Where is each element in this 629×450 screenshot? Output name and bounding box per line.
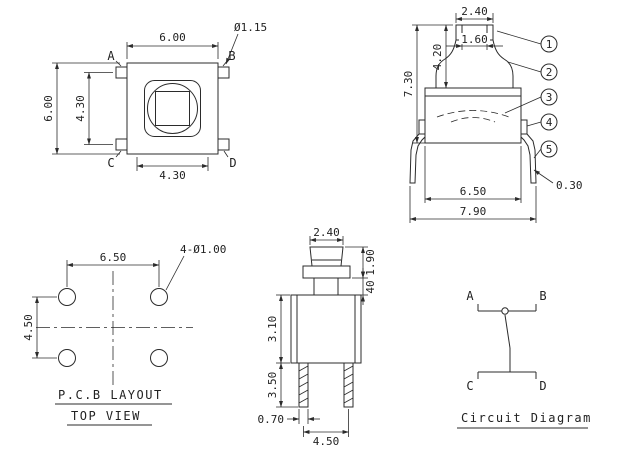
front-view: 1 2 3 4 5 2.40 1.60 4.20 7.30 6.50 7.90 … xyxy=(402,5,583,223)
terminal-label-a: A xyxy=(466,289,474,303)
callout-1: 1 xyxy=(546,38,553,51)
top-view-subtitle: TOP VIEW xyxy=(71,409,141,423)
callout-5: 5 xyxy=(546,143,553,156)
dim-pad-diameter: Ø1.15 xyxy=(234,21,267,34)
dim-stem-height: 4.20 xyxy=(431,44,444,71)
dim-hole-pitch-v: 4.50 xyxy=(22,314,35,341)
dim-top-height: 6.00 xyxy=(42,95,55,122)
pin-hatching xyxy=(298,365,354,404)
corner-pad-b xyxy=(217,66,230,79)
pin-left xyxy=(298,362,309,408)
dim-cap-height-side: 1.90 xyxy=(364,249,377,276)
switch-body-side xyxy=(290,294,362,364)
corner-label-a: A xyxy=(107,49,115,63)
callout-4: 4 xyxy=(546,116,553,129)
dim-pad-pitch-horizontal: 4.30 xyxy=(159,169,186,182)
terminal-label-d: D xyxy=(539,379,546,393)
dim-cap-inner: 1.60 xyxy=(461,33,488,46)
dim-hole-pitch-h: 6.50 xyxy=(100,251,127,264)
dim-leg-width-side: 0.70 xyxy=(258,413,285,426)
hole-top-left xyxy=(58,288,76,306)
dim-leg-thickness: 0.30 xyxy=(556,179,583,192)
corner-pad-d xyxy=(217,138,230,151)
switch-contact xyxy=(501,307,509,315)
side-tab-right xyxy=(520,119,528,135)
callout-leaders xyxy=(496,30,542,159)
corner-label-d: D xyxy=(229,156,236,170)
dim-body-height-side: 3.10 xyxy=(266,316,279,343)
stem-square xyxy=(155,91,190,126)
corner-pad-a xyxy=(115,66,128,79)
circuit-wires xyxy=(477,304,537,379)
pcb-layout-view: 6.50 4.50 4-Ø1.00 P.C.B LAYOUT TOP VIEW xyxy=(22,243,226,426)
dim-leg-pitch-side: 4.50 xyxy=(313,435,340,448)
side-view-dimension-lines xyxy=(276,236,368,437)
dim-collar-height-side: 40 xyxy=(364,280,377,293)
terminal-label-c: C xyxy=(466,379,473,393)
stem-collar xyxy=(302,265,351,279)
corner-label-b: B xyxy=(228,49,235,63)
hole-bottom-right xyxy=(150,349,168,367)
corner-label-c: C xyxy=(107,156,114,170)
circuit-diagram-title: Circuit Diagram xyxy=(461,411,592,425)
top-view-dimension-lines xyxy=(52,33,239,171)
dim-leg-length-side: 3.50 xyxy=(266,372,279,399)
stem-cap-side xyxy=(309,246,344,267)
hole-count-note: 4-Ø1.00 xyxy=(180,243,226,256)
callout-2: 2 xyxy=(546,66,553,79)
circuit-diagram: A B C D Circuit Diagram xyxy=(457,289,592,429)
terminal-label-b: B xyxy=(539,289,546,303)
dim-cap-width-side: 2.40 xyxy=(313,226,340,239)
side-view: 2.40 1.90 40 3.10 3.50 0.70 4.50 xyxy=(258,226,378,448)
pcb-layout-title: P.C.B LAYOUT xyxy=(58,388,163,402)
dim-body-width: 6.50 xyxy=(460,185,487,198)
pcb-dimension-lines xyxy=(32,255,185,359)
hole-top-right xyxy=(150,288,168,306)
hole-bottom-left xyxy=(58,349,76,367)
dim-pad-pitch-vertical: 4.30 xyxy=(74,95,87,122)
leg-left xyxy=(409,133,426,184)
callout-balloons: 1 2 3 4 5 xyxy=(540,35,558,158)
leg-right xyxy=(520,133,537,184)
pin-right xyxy=(343,362,354,408)
dim-cap-width: 2.40 xyxy=(461,5,488,18)
top-view: 6.00 Ø1.15 6.00 4.30 4.30 A B C D xyxy=(42,21,267,182)
callout-3: 3 xyxy=(546,91,553,104)
corner-pad-c xyxy=(115,138,128,151)
side-tab-left xyxy=(418,119,426,135)
dim-top-width: 6.00 xyxy=(159,31,186,44)
dim-total-height: 7.30 xyxy=(402,71,415,98)
dim-overall-width: 7.90 xyxy=(460,205,487,218)
front-view-dimension-lines xyxy=(409,13,554,223)
contact-dome-dashed xyxy=(436,110,510,118)
stem-flare xyxy=(435,39,514,89)
